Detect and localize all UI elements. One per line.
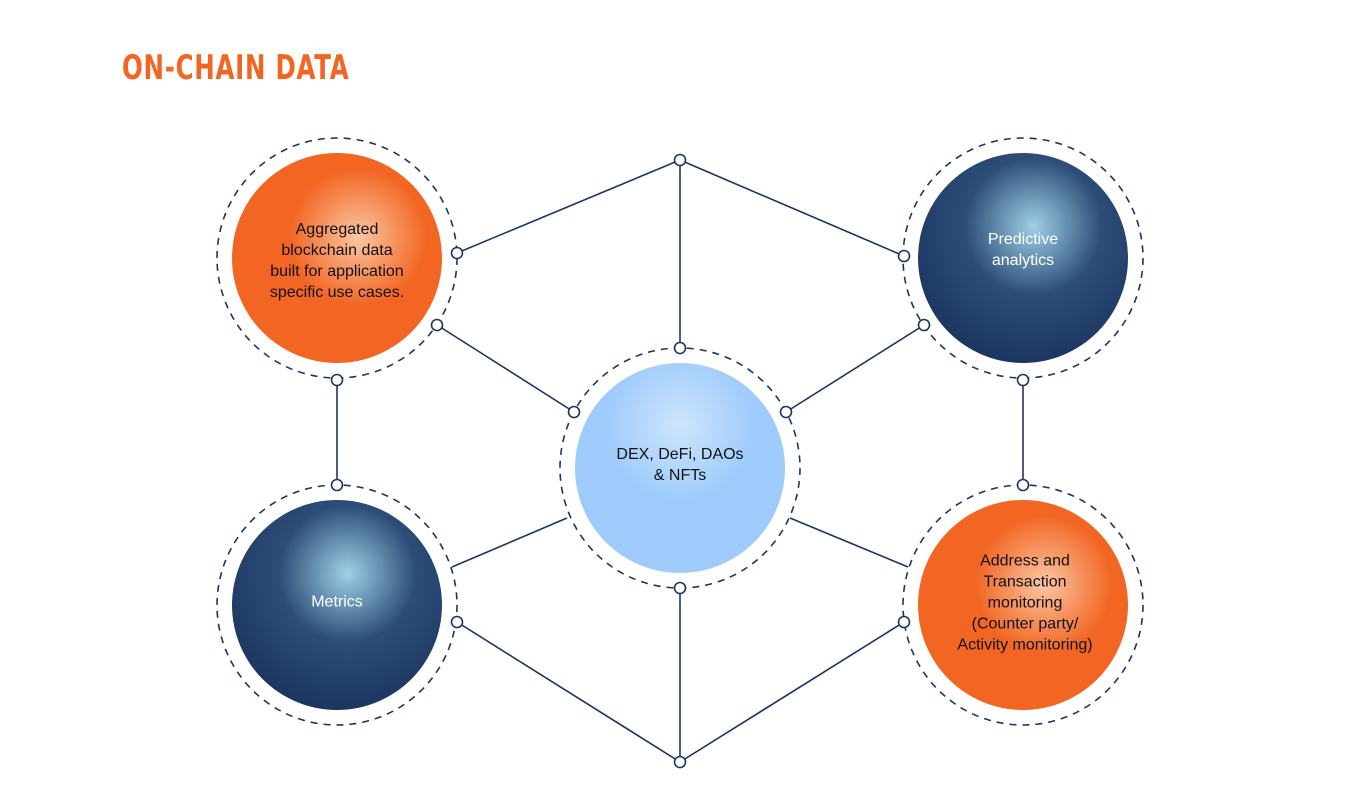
node-top-right-label: Predictive analytics (987, 231, 1059, 269)
connector-dots (330, 153, 1030, 769)
node-center-circle (575, 363, 785, 573)
node-top-left-label: Aggregated blockchain data built for app… (269, 221, 405, 301)
node-top-left-circle (232, 153, 442, 363)
node-bottom-left-circle (232, 500, 442, 710)
connector-lines (336, 159, 1024, 763)
node-bottom-right-circle (918, 500, 1128, 710)
node-top-right-circle (918, 153, 1128, 363)
page-title: ON-CHAIN DATA (122, 48, 350, 88)
node-center-label: DEX, DeFi, DAOs & NFTs (616, 446, 744, 484)
node-bottom-right-label: Address and Transaction monitoring (Coun… (957, 552, 1093, 654)
node-bottom-left-label: Metrics (311, 593, 363, 611)
